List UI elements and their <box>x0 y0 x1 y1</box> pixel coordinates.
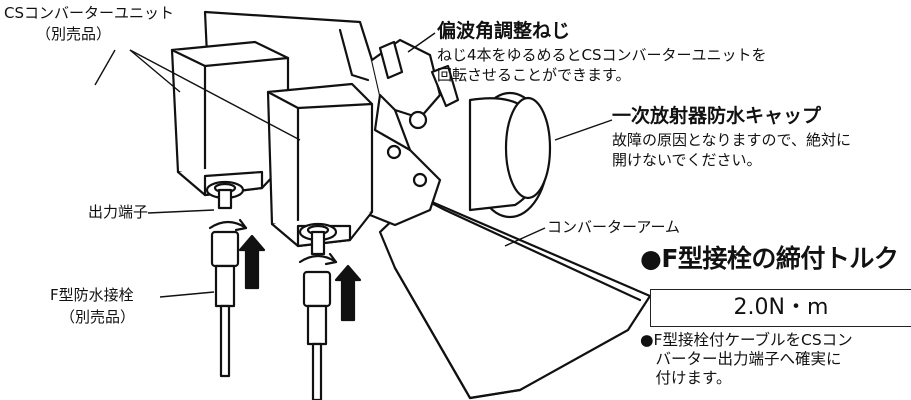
polarization-screw-title: 偏波角調整ねじ <box>437 20 571 42</box>
insert-arrow-left-icon <box>238 234 266 290</box>
polarization-note-line2: 回転させることができます。 <box>437 66 631 84</box>
waterproof-cap-title: 一次放射器防水キャップ <box>612 105 822 127</box>
torque-value-box: 2.0N・m <box>650 289 911 327</box>
waterproof-cap-note-line2: 開けないでください。 <box>612 151 762 169</box>
insert-arrow-right-icon <box>334 264 362 322</box>
torque-note-line1: ●F型接栓付ケーブルをCSコン <box>640 331 853 349</box>
feed-horn-cap-shape <box>468 91 552 219</box>
cs-unit-label: CSコンバーターユニット <box>4 4 174 22</box>
rotation-arrow-right-icon <box>298 252 338 266</box>
f-plug-right-shape <box>302 270 332 400</box>
leader-cs-unit-a <box>129 49 181 93</box>
rotation-arrow-left-icon <box>208 218 248 232</box>
f-plug-label: F型防水接栓 <box>50 286 134 304</box>
polarization-note-line1: ねじ4本をゆるめるとCSコンバーターユニットを <box>437 46 767 64</box>
leader-polarization <box>407 32 436 53</box>
torque-note: ●F型接栓付ケーブルをCSコン バーター出力端子へ確実に 付けます。 <box>640 331 853 388</box>
cs-converter-right-shape <box>266 82 374 256</box>
torque-title: ●F型接栓の締付トルク <box>640 244 899 273</box>
leader-cs-unit-b <box>129 49 301 141</box>
leader-arm <box>504 227 546 247</box>
f-plug-left-shape <box>210 230 240 378</box>
torque-note-line2: バーター出力端子へ確実に <box>640 349 842 368</box>
leader-cap <box>554 119 613 141</box>
leader-f-plug <box>159 291 215 298</box>
leader-output-terminal <box>147 209 215 214</box>
output-terminal-label: 出力端子 <box>88 203 149 221</box>
converter-arm-shape <box>378 194 652 400</box>
torque-note-line3: 付けます。 <box>640 368 732 387</box>
cs-unit-sub-label: （別売品） <box>36 25 112 43</box>
waterproof-cap-note-line1: 故障の原因となりますので、絶対に <box>612 131 851 149</box>
leader-cs-unit-c <box>94 49 116 86</box>
f-plug-sub-label: （別売品） <box>60 308 136 326</box>
converter-arm-label: コンバーターアーム <box>547 218 681 236</box>
